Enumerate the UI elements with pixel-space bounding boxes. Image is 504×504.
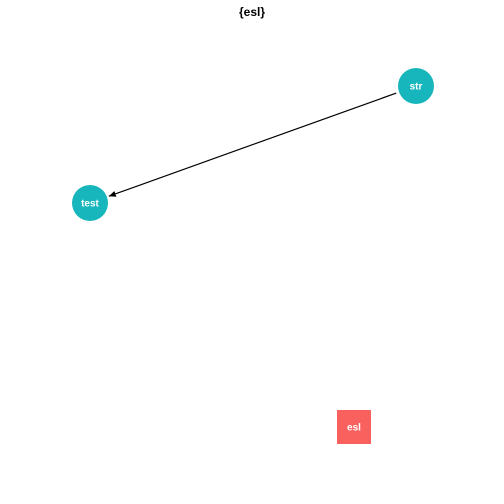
graph-title: {esl} [239, 5, 265, 19]
node-str-label: str [410, 82, 423, 93]
node-str[interactable]: str [398, 68, 434, 104]
node-test-circle [72, 185, 108, 221]
node-layer: str test esl [72, 68, 434, 444]
node-test-label: test [81, 199, 99, 210]
edge-str-to-test [108, 92, 397, 197]
node-esl[interactable]: esl [337, 410, 371, 444]
node-esl-label: esl [347, 423, 361, 434]
node-test[interactable]: test [72, 185, 108, 221]
node-esl-square [337, 410, 371, 444]
edge-layer [108, 92, 397, 197]
node-str-circle [398, 68, 434, 104]
